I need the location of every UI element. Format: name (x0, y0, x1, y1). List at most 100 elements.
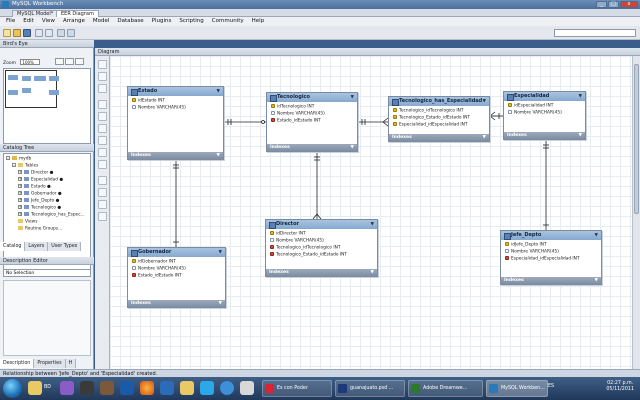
entity-title[interactable]: Tecnologico_has_Especialidad▼ (389, 97, 489, 106)
media-icon[interactable] (60, 381, 74, 395)
hand-tool-icon[interactable] (98, 72, 107, 81)
view-tool-icon[interactable] (98, 148, 107, 157)
tab-catalog[interactable]: Catalog (0, 242, 26, 251)
routine-tool-icon[interactable] (98, 160, 107, 169)
entity-jefe-depto[interactable]: Jefe_Depto▼ idJefe_Depto INT Nombre VARC… (500, 230, 602, 285)
indexes-bar[interactable]: Indexes▼ (266, 269, 377, 276)
indexes-bar[interactable]: Indexes▼ (501, 277, 601, 284)
entity-title[interactable]: Especialidad▼ (504, 92, 585, 101)
relation-1-1-icon[interactable] (98, 176, 107, 185)
tree-routines-folder[interactable]: Routine Groups... (18, 226, 62, 232)
relation-n-m-icon[interactable] (98, 200, 107, 209)
app-icon[interactable] (200, 381, 214, 395)
tree-table-item[interactable]: +Especialidad ● (18, 177, 64, 183)
tree-table-item[interactable]: +Director ● (18, 170, 54, 176)
indexes-bar[interactable]: Indexes▼ (267, 144, 357, 151)
zoom-fit-icon[interactable] (75, 58, 84, 65)
game-icon[interactable] (80, 381, 94, 395)
description-text-area[interactable] (3, 280, 91, 356)
menu-arrange[interactable]: Arrange (62, 18, 85, 24)
search-input[interactable] (554, 29, 636, 37)
align-icon[interactable] (67, 29, 75, 37)
entity-title[interactable]: Tecnologico▼ (267, 93, 357, 102)
diagram-canvas[interactable]: Estado▼ idEstado INT Nombre VARCHAR(45) … (110, 56, 632, 369)
entity-gobernador[interactable]: Gobernador▼ idGobernador INT Nombre VARC… (127, 247, 226, 308)
app-icon[interactable] (120, 381, 134, 395)
indexes-bar[interactable]: Indexes▼ (128, 152, 223, 159)
column-row[interactable]: idTecnologico INT (271, 104, 314, 110)
menu-scripting[interactable]: Scripting (179, 18, 204, 24)
taskbar-label[interactable]: BD (44, 385, 51, 390)
column-row[interactable]: Especialidad_idEspecialidad INT (393, 122, 468, 128)
menu-edit[interactable]: Edit (23, 18, 34, 24)
language-indicator[interactable]: ES (548, 384, 555, 389)
description-select[interactable]: No Selection (3, 269, 91, 277)
save-icon[interactable] (23, 29, 31, 37)
task-dreamweaver[interactable]: Adobe Dreamwe... (408, 380, 483, 397)
minimize-button[interactable]: _ (596, 1, 607, 8)
indexes-bar[interactable]: Indexes▼ (504, 132, 585, 139)
entity-title[interactable]: Gobernador▼ (128, 248, 225, 257)
tab-user-types[interactable]: User Types (48, 242, 82, 251)
open-folder-icon[interactable] (13, 29, 21, 37)
relation-existing-icon[interactable] (98, 212, 107, 221)
column-row[interactable]: Nombre VARCHAR(45) (132, 266, 186, 272)
menu-plugins[interactable]: Plugins (151, 18, 172, 24)
tree-schema[interactable]: -mydb (6, 156, 32, 162)
indexes-bar[interactable]: Indexes▼ (389, 134, 489, 141)
clock[interactable]: 02:27 p.m. 05/11/2011 (606, 381, 634, 392)
entity-tecnologico[interactable]: Tecnologico▼ idTecnologico INT Nombre VA… (266, 92, 358, 152)
undo-icon[interactable] (35, 29, 43, 37)
task-mysql-workbench[interactable]: MySQL Workben... (486, 380, 548, 397)
column-row[interactable]: Especialidad_idEspecialidad INT (505, 256, 580, 262)
entity-title[interactable]: Estado▼ (128, 87, 223, 96)
close-button[interactable]: x (620, 1, 638, 8)
column-row[interactable]: Nombre VARCHAR(45) (505, 249, 559, 255)
tree-table-item[interactable]: +Gobernador ● (18, 191, 62, 197)
tab-properties[interactable]: Properties (34, 359, 66, 368)
menu-database[interactable]: Database (117, 18, 144, 24)
zoom-select[interactable]: 100% (20, 59, 41, 65)
tree-table-item[interactable]: +Tecnologico ● (18, 205, 62, 211)
column-row[interactable]: idDirector INT (270, 231, 306, 237)
column-row[interactable]: Tecnologico_Estado_idEstado INT (270, 252, 347, 258)
relation-1-n-icon[interactable] (98, 188, 107, 197)
tab-mysql-model[interactable]: MySQL Model* (12, 10, 59, 17)
maximize-button[interactable]: □ (608, 1, 619, 8)
column-row[interactable]: idEstado INT (132, 98, 165, 104)
folder-icon[interactable] (180, 381, 194, 395)
viewport-frame[interactable] (5, 70, 57, 108)
vertical-scrollbar[interactable] (632, 56, 640, 369)
tree-table-item[interactable]: +Tecnologico_has_Espec... (18, 212, 85, 218)
new-file-icon[interactable] (3, 29, 11, 37)
menu-view[interactable]: View (41, 18, 55, 24)
app-icon[interactable] (240, 381, 254, 395)
app-icon[interactable] (160, 381, 174, 395)
entity-director[interactable]: Director▼ idDirector INT Nombre VARCHAR(… (265, 219, 378, 277)
tree-table-item[interactable]: +Estado ● (18, 184, 51, 190)
note-tool-icon[interactable] (98, 112, 107, 121)
task-es-con-poder[interactable]: Es con Poder (262, 380, 332, 397)
image-tool-icon[interactable] (98, 124, 107, 133)
folder-icon[interactable] (28, 381, 42, 395)
tab-history[interactable]: H (65, 359, 77, 368)
scrollbar-thumb[interactable] (634, 64, 639, 214)
entity-title[interactable]: Jefe_Depto▼ (501, 231, 601, 240)
column-row[interactable]: idGobernador INT (132, 259, 176, 265)
column-row[interactable]: idJefe_Depto INT (505, 242, 547, 248)
entity-especialidad[interactable]: Especialidad▼ idEspecialidad INT Nombre … (503, 91, 586, 140)
tab-description[interactable]: Description (0, 359, 35, 368)
entity-title[interactable]: Director▼ (266, 220, 377, 229)
menu-community[interactable]: Community (211, 18, 244, 24)
eraser-tool-icon[interactable] (98, 84, 107, 93)
column-row[interactable]: Nombre VARCHAR(45) (132, 105, 186, 111)
column-row[interactable]: Nombre VARCHAR(45) (270, 238, 324, 244)
tree-table-item[interactable]: +Jefe_Depto ● (18, 198, 60, 204)
column-row[interactable]: Nombre VARCHAR(45) (271, 111, 325, 117)
toggle-grid-icon[interactable] (57, 29, 65, 37)
menu-help[interactable]: Help (251, 18, 265, 24)
birds-eye-view[interactable] (3, 68, 91, 144)
column-row[interactable]: Estado_idEstado INT (271, 118, 321, 124)
tab-eer-diagram[interactable]: EER Diagram (56, 10, 99, 17)
entity-estado[interactable]: Estado▼ idEstado INT Nombre VARCHAR(45) … (127, 86, 224, 160)
